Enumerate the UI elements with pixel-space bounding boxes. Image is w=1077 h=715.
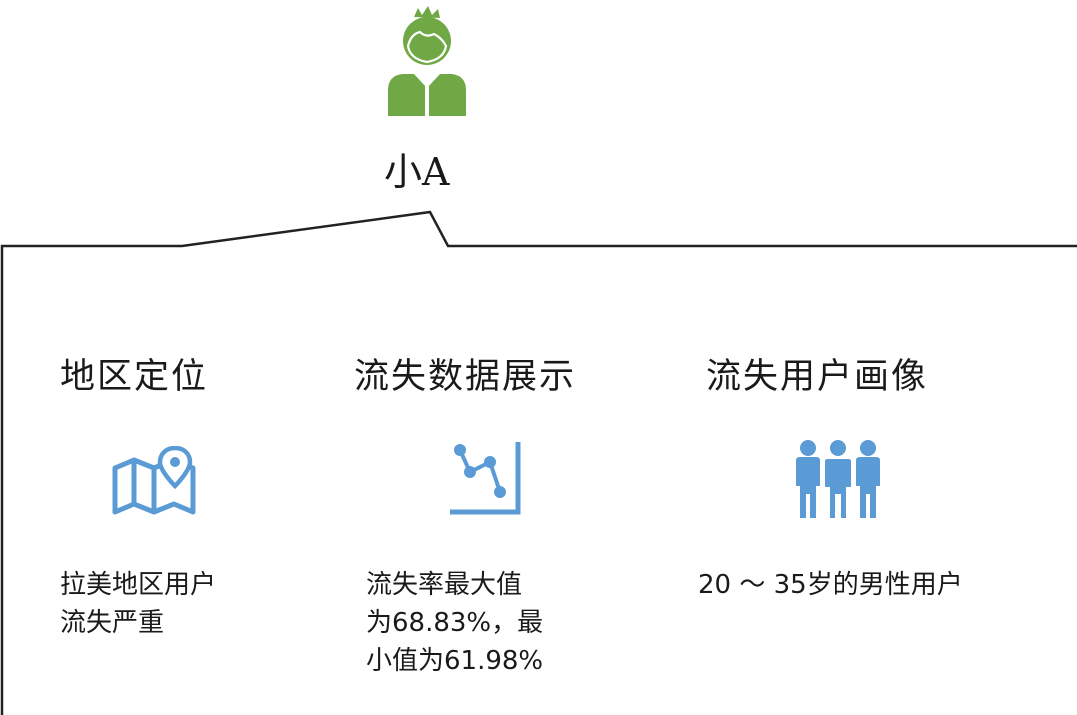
column-title-churn-data: 流失数据展示 (354, 357, 577, 397)
column-desc-churn-data: 流失率最大值 为68.83%，最 小值为61.98% (366, 566, 543, 680)
bubble-outline (0, 210, 1077, 715)
column-desc-persona: 20 ～ 35岁的男性用户 (698, 566, 963, 604)
desc-line: 拉美地区用户 (60, 570, 217, 600)
desc-line: 流失率最大值 (366, 570, 523, 600)
persona-name: 小A (384, 150, 450, 194)
column-title-persona: 流失用户画像 (706, 357, 929, 397)
user-group-icon (796, 438, 880, 520)
desc-line: 小值为61.98% (366, 646, 544, 676)
line-chart-icon (450, 442, 521, 515)
desc-line: 20 ～ 35岁的男性用户 (698, 570, 963, 600)
map-pin-icon (112, 446, 196, 515)
desc-line: 流失严重 (60, 608, 165, 638)
user-avatar-icon (388, 6, 466, 116)
desc-line: 为68.83%，最 (366, 608, 544, 638)
column-desc-region: 拉美地区用户 流失严重 (60, 566, 216, 642)
column-title-region: 地区定位 (60, 357, 209, 397)
